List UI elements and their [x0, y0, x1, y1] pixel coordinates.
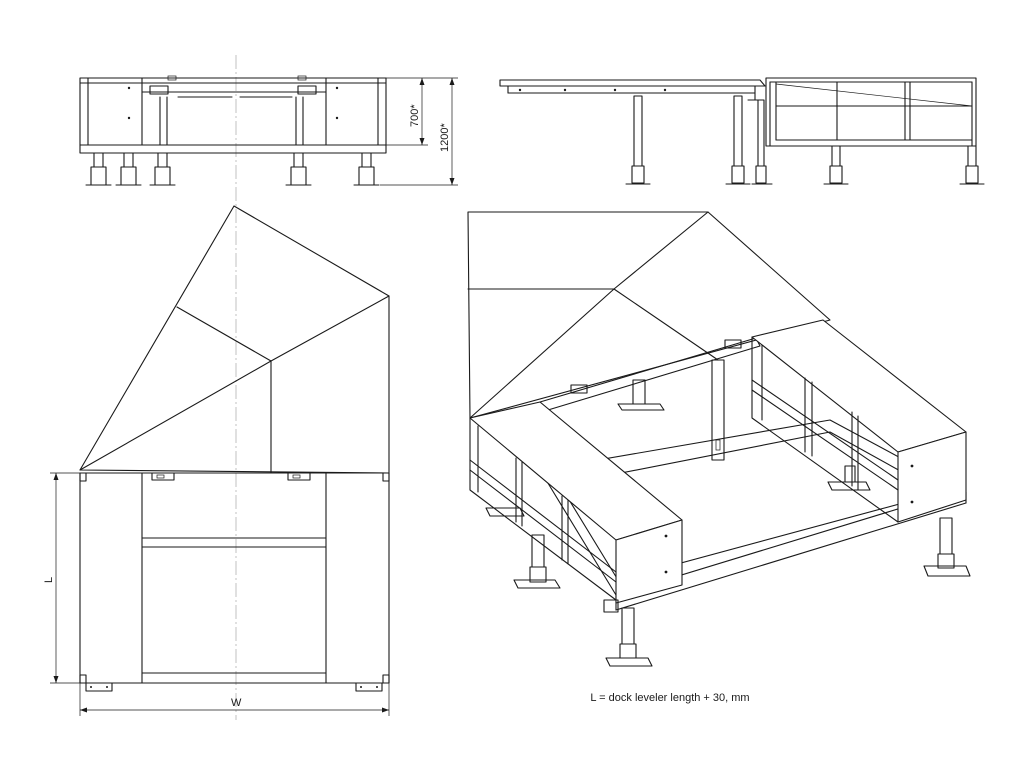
isometric-view — [467, 211, 971, 667]
leg — [149, 152, 176, 186]
dim-length-label: L — [43, 577, 55, 583]
dim-700-label: 700* — [409, 104, 421, 127]
iso-lip — [467, 211, 831, 419]
plan-view: L W — [43, 205, 390, 716]
leg — [353, 152, 380, 186]
dim-width-label: W — [231, 697, 242, 709]
leg — [115, 152, 142, 186]
iso-leg — [827, 465, 871, 491]
leg — [625, 95, 651, 185]
front-elevation: 700* 1200* — [79, 55, 458, 720]
iso-leg — [513, 534, 561, 589]
side-elevation — [499, 77, 985, 185]
leg — [959, 145, 985, 185]
iso-leg — [923, 517, 971, 577]
iso-leg — [485, 507, 525, 517]
leg — [725, 95, 751, 185]
leg — [85, 152, 112, 186]
length-note: L = dock leveler length + 30, mm — [590, 692, 750, 704]
leg — [285, 152, 312, 186]
leg — [751, 99, 773, 185]
iso-leg — [605, 607, 653, 667]
dim-1200-label: 1200* — [439, 123, 451, 152]
leg — [823, 145, 849, 185]
